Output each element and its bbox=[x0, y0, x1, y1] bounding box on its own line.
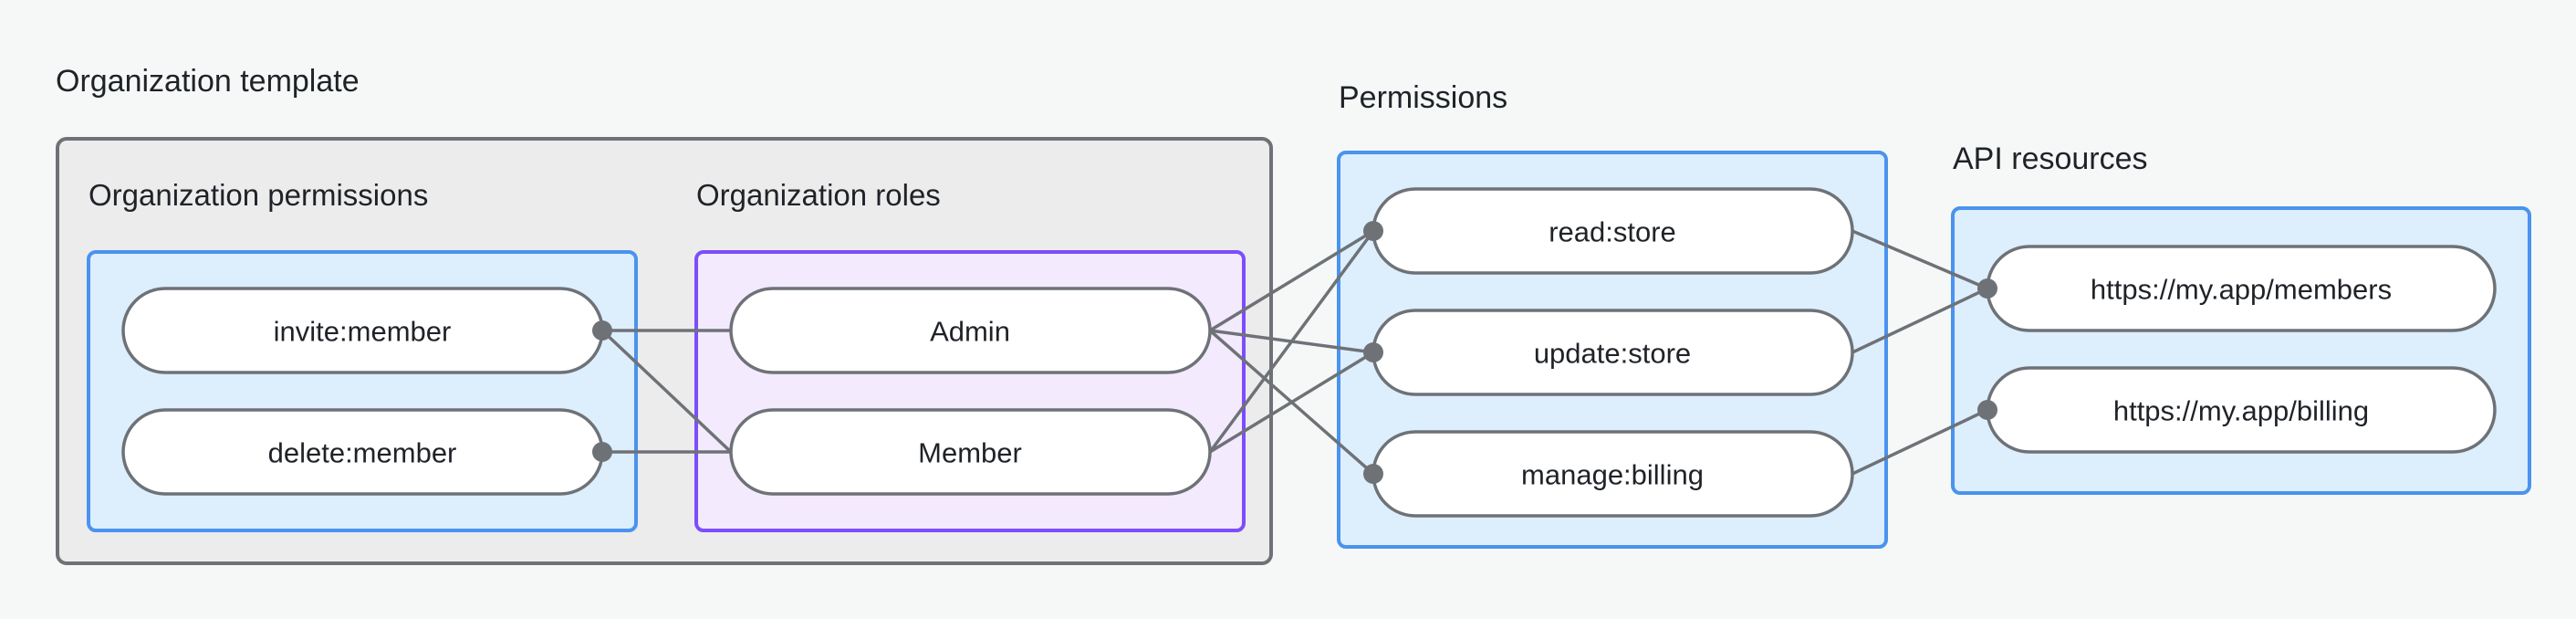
node-admin-label: Admin bbox=[930, 316, 1010, 348]
connection-endpoint-dots bbox=[592, 221, 1997, 484]
endpoint-dot-manage-billing bbox=[1363, 464, 1383, 484]
node-read-store-label: read:store bbox=[1549, 216, 1676, 248]
edges-permissions-to-api-resources bbox=[1851, 229, 1988, 476]
edges-roles-to-permissions bbox=[1208, 229, 1375, 476]
edge-manage-billing-to-billing-url bbox=[1851, 408, 1988, 476]
group-api-resources: API resources https://my.app/members htt… bbox=[1951, 142, 2531, 495]
node-member-label: Member bbox=[918, 437, 1022, 469]
edge-admin-to-read-store bbox=[1209, 229, 1374, 332]
edge-member-to-read-store bbox=[1208, 229, 1375, 454]
edge-read-store-to-members-url bbox=[1851, 229, 1988, 290]
edge-invite-member-to-member bbox=[600, 329, 733, 454]
node-manage-billing[interactable]: manage:billing bbox=[1371, 430, 1854, 518]
api-resources-label: API resources bbox=[1953, 142, 2148, 176]
node-members-url[interactable]: https://my.app/members bbox=[1986, 245, 2497, 332]
node-billing-url[interactable]: https://my.app/billing bbox=[1986, 366, 2497, 454]
node-invite-member[interactable]: invite:member bbox=[121, 287, 604, 374]
organization-template-label: Organization template bbox=[56, 64, 360, 99]
endpoint-dot-read-store bbox=[1363, 221, 1383, 241]
node-members-url-label: https://my.app/members bbox=[2091, 274, 2392, 306]
node-member[interactable]: Member bbox=[729, 408, 1212, 496]
node-admin[interactable]: Admin bbox=[729, 287, 1212, 374]
organization-permissions-label: Organization permissions bbox=[89, 178, 428, 212]
node-update-store[interactable]: update:store bbox=[1371, 309, 1854, 396]
node-billing-url-label: https://my.app/billing bbox=[2113, 395, 2369, 427]
node-invite-member-label: invite:member bbox=[274, 316, 452, 348]
endpoint-dot-update-store bbox=[1363, 342, 1383, 362]
organization-roles-label: Organization roles bbox=[696, 178, 941, 212]
permissions-label: Permissions bbox=[1339, 80, 1507, 115]
node-delete-member-label: delete:member bbox=[268, 437, 457, 469]
group-organization-permissions: Organization permissions invite:member d… bbox=[87, 178, 638, 532]
node-manage-billing-label: manage:billing bbox=[1521, 459, 1704, 491]
group-permissions: Permissions read:store update:store mana… bbox=[1337, 80, 1888, 549]
edges-permissions-to-roles bbox=[600, 329, 733, 454]
edge-update-store-to-members-url bbox=[1851, 287, 1988, 354]
endpoint-dot-members-url bbox=[1977, 278, 1997, 299]
node-read-store[interactable]: read:store bbox=[1371, 187, 1854, 275]
endpoint-dot-invite-member bbox=[592, 320, 612, 341]
node-delete-member[interactable]: delete:member bbox=[121, 408, 604, 496]
edge-member-to-update-store bbox=[1209, 351, 1374, 454]
endpoint-dot-billing-url bbox=[1977, 400, 1997, 420]
node-update-store-label: update:store bbox=[1534, 338, 1691, 370]
endpoint-dot-delete-member bbox=[592, 442, 612, 462]
